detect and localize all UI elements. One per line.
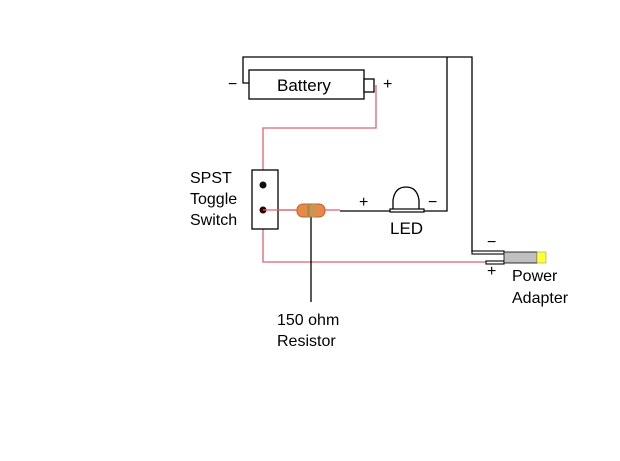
wire-led-negative <box>424 57 448 212</box>
adapter-pin-negative <box>471 250 505 255</box>
led-base <box>389 208 425 213</box>
switch-label-line2: Toggle <box>190 191 238 208</box>
adapter-plus-sign: + <box>487 263 497 280</box>
battery-body <box>248 69 365 100</box>
led-label: LED <box>390 219 424 238</box>
resistor-band <box>312 204 315 217</box>
wire-battery-positive <box>262 85 377 184</box>
adapter-tip <box>536 251 547 264</box>
switch-body <box>251 169 279 230</box>
adapter-body <box>503 251 538 264</box>
switch-label-line1: SPST <box>190 170 232 187</box>
switch-terminal-top <box>259 181 267 189</box>
battery-plus-sign: + <box>383 76 393 93</box>
switch-label-line3: Switch <box>190 212 238 229</box>
adapter-label-line2: Adapter <box>512 290 569 307</box>
wire-switch-to-adapter <box>262 210 487 263</box>
battery-minus-sign: − <box>228 76 238 93</box>
led-minus-sign: − <box>428 194 438 211</box>
resistor-band <box>307 204 310 217</box>
battery-label: Battery <box>277 76 331 95</box>
wire-battery-negative-outer <box>242 56 473 252</box>
resistor-body <box>296 203 326 218</box>
led-plus-sign: + <box>359 194 369 211</box>
led-dome <box>392 186 420 209</box>
resistor-label-line1: 150 ohm <box>277 312 340 329</box>
adapter-minus-sign: − <box>487 234 497 251</box>
battery-terminal <box>363 78 375 93</box>
adapter-label-line1: Power <box>512 268 558 285</box>
resistor-label-line2: Resistor <box>277 333 336 350</box>
